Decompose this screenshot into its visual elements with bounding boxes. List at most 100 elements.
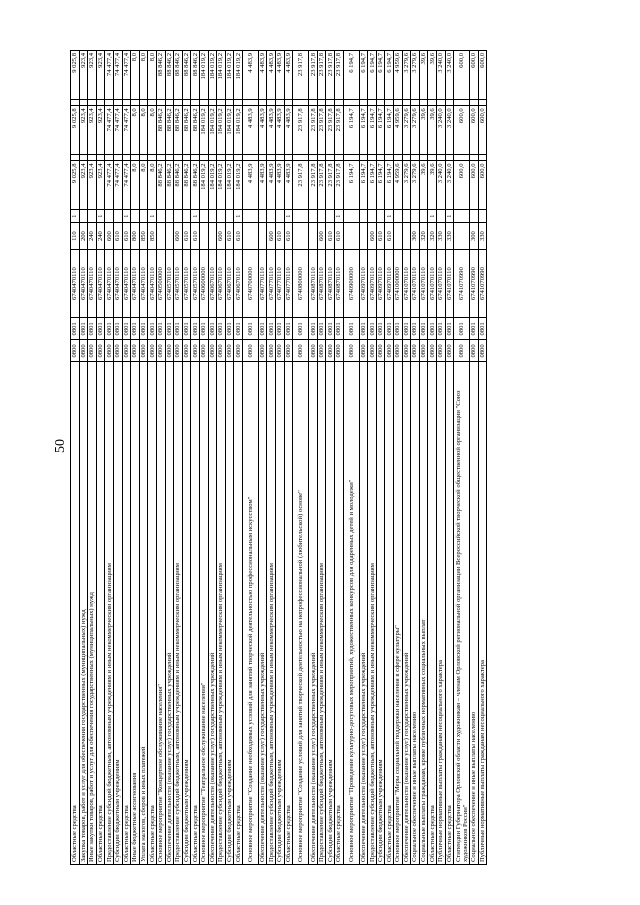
expense-type-cell	[292, 222, 309, 250]
subsection-code-cell: 0801	[367, 317, 377, 340]
amount-year1-cell: 74 477,4	[122, 161, 131, 210]
expense-type-cell: 610	[334, 222, 344, 250]
row-name-cell: Предоставление субсидий бюджетным, автон…	[367, 361, 377, 865]
amount-year2-cell: 74 477,4	[104, 105, 114, 155]
table-row: Предоставление субсидий бюджетным, автон…	[173, 50, 183, 865]
expense-type-cell	[165, 222, 174, 250]
spacer-cell	[242, 99, 259, 106]
table-row: Публичные нормативные выплаты гражданам …	[478, 50, 487, 865]
amount-year3-cell: 88 846,2	[165, 50, 174, 100]
subsection-code-cell: 0801	[469, 317, 479, 340]
source-mark-cell	[359, 209, 368, 223]
expense-type-cell	[242, 222, 259, 250]
section-code-cell: 0800	[113, 339, 123, 362]
section-code-cell: 0800	[147, 339, 157, 362]
source-mark-cell	[225, 209, 234, 223]
source-mark-cell	[104, 209, 114, 223]
amount-year3-cell: 3 279,6	[410, 50, 420, 100]
amount-year1-cell: 184 019,2	[216, 161, 226, 210]
target-article-cell: 6740600000	[199, 249, 208, 318]
source-mark-cell	[292, 209, 309, 223]
amount-year1-cell: 923,4	[96, 161, 105, 210]
expense-type-cell	[453, 222, 470, 250]
section-code-cell: 0800	[419, 339, 428, 362]
amount-year3-cell: 74 477,4	[104, 50, 114, 100]
row-name-cell: Обеспечение деятельности (оказание услуг…	[165, 361, 174, 865]
table-row: Основное мероприятие "Создание необходим…	[242, 50, 259, 865]
expense-type-cell: 800	[130, 222, 140, 250]
expense-type-cell: 610	[325, 222, 335, 250]
spacer-cell	[104, 154, 114, 161]
table-row: Предоставление субсидий бюджетным, автон…	[104, 50, 114, 865]
amount-year1-cell: 23 917,8	[334, 161, 344, 210]
table-row: Предоставление субсидий бюджетным, автон…	[216, 50, 226, 865]
section-code-cell: 0800	[292, 339, 309, 362]
amount-year1-cell: 8,0	[147, 161, 157, 210]
spacer-cell	[469, 99, 479, 106]
subsection-code-cell: 0801	[233, 317, 243, 340]
row-name-cell: Иные бюджетные ассигнования	[130, 361, 140, 865]
subsection-code-cell: 0801	[199, 317, 208, 340]
amount-year2-cell: 6 194,7	[384, 105, 394, 155]
amount-year2-cell: 6 194,7	[367, 105, 377, 155]
section-code-cell: 0800	[199, 339, 208, 362]
table-row: Основное мероприятие "Театральное обслуж…	[199, 50, 208, 865]
row-name-cell: Субсидии бюджетным учреждениям	[182, 361, 191, 865]
expense-type-cell: 330	[478, 222, 487, 250]
section-code-cell: 0800	[325, 339, 335, 362]
spacer-cell	[113, 99, 123, 106]
spacer-cell	[87, 99, 97, 106]
amount-year2-cell: 184 019,2	[225, 105, 234, 155]
spacer-cell	[225, 154, 234, 161]
amount-year2-cell: 3 279,6	[410, 105, 420, 155]
row-name-cell: Областные средства	[96, 361, 105, 865]
amount-year1-cell: 4 483,9	[242, 161, 259, 210]
target-article-cell: 6740670110	[225, 249, 234, 318]
subsection-code-cell: 0801	[258, 317, 267, 340]
subsection-code-cell: 0801	[308, 317, 318, 340]
section-code-cell: 0800	[284, 339, 293, 362]
row-name-cell: Социальное обеспечение и иные выплаты на…	[469, 361, 479, 865]
subsection-code-cell: 0801	[445, 317, 454, 340]
row-name-cell: Областные средства	[334, 361, 344, 865]
spacer-cell	[122, 154, 131, 161]
spacer-cell	[139, 99, 148, 106]
source-mark-cell	[182, 209, 191, 223]
row-name-cell: Обеспечение деятельности (оказание услуг…	[258, 361, 267, 865]
subsection-code-cell: 0801	[165, 317, 174, 340]
amount-year2-cell: 4 483,9	[275, 105, 285, 155]
spacer-cell	[173, 99, 183, 106]
amount-year1-cell: 74 477,4	[104, 161, 114, 210]
target-article-cell: 6740500000	[156, 249, 166, 318]
subsection-code-cell: 0801	[436, 317, 446, 340]
subsection-code-cell: 0801	[317, 317, 326, 340]
source-mark-cell: 1	[122, 209, 131, 223]
target-article-cell: 6740700000	[242, 249, 259, 318]
row-name-cell: Субсидии бюджетным учреждениям	[325, 361, 335, 865]
amount-year2-cell: 23 917,8	[308, 105, 318, 155]
row-name-cell: Основное мероприятие "Меры социальной по…	[393, 361, 403, 865]
target-article-cell: 6740770110	[275, 249, 285, 318]
spacer-cell	[292, 99, 309, 106]
section-code-cell: 0800	[445, 339, 454, 362]
amount-year1-cell: 600,0	[478, 161, 487, 210]
amount-year2-cell: 8,0	[130, 105, 140, 155]
section-code-cell: 0800	[427, 339, 437, 362]
amount-year3-cell: 6 194,7	[343, 50, 360, 100]
amount-year1-cell: 184 019,2	[225, 161, 234, 210]
spacer-cell	[79, 154, 88, 161]
target-article-cell: 6740970110	[367, 249, 377, 318]
amount-year2-cell: 4 483,9	[242, 105, 259, 155]
amount-year1-cell: 4 483,9	[258, 161, 267, 210]
section-code-cell: 0800	[208, 339, 217, 362]
amount-year2-cell: 39,6	[427, 105, 437, 155]
section-code-cell: 0800	[79, 339, 88, 362]
target-article-cell: 6740470110	[130, 249, 140, 318]
amount-year2-cell: 184 019,2	[216, 105, 226, 155]
row-name-cell: Иные закупки товаров, работ и услуг для …	[87, 361, 97, 865]
source-mark-cell	[325, 209, 335, 223]
amount-year3-cell: 23 917,8	[317, 50, 326, 100]
target-article-cell: 6740470110	[87, 249, 97, 318]
row-name-cell: Предоставление субсидий бюджетным, автон…	[173, 361, 183, 865]
spacer-cell	[275, 99, 285, 106]
